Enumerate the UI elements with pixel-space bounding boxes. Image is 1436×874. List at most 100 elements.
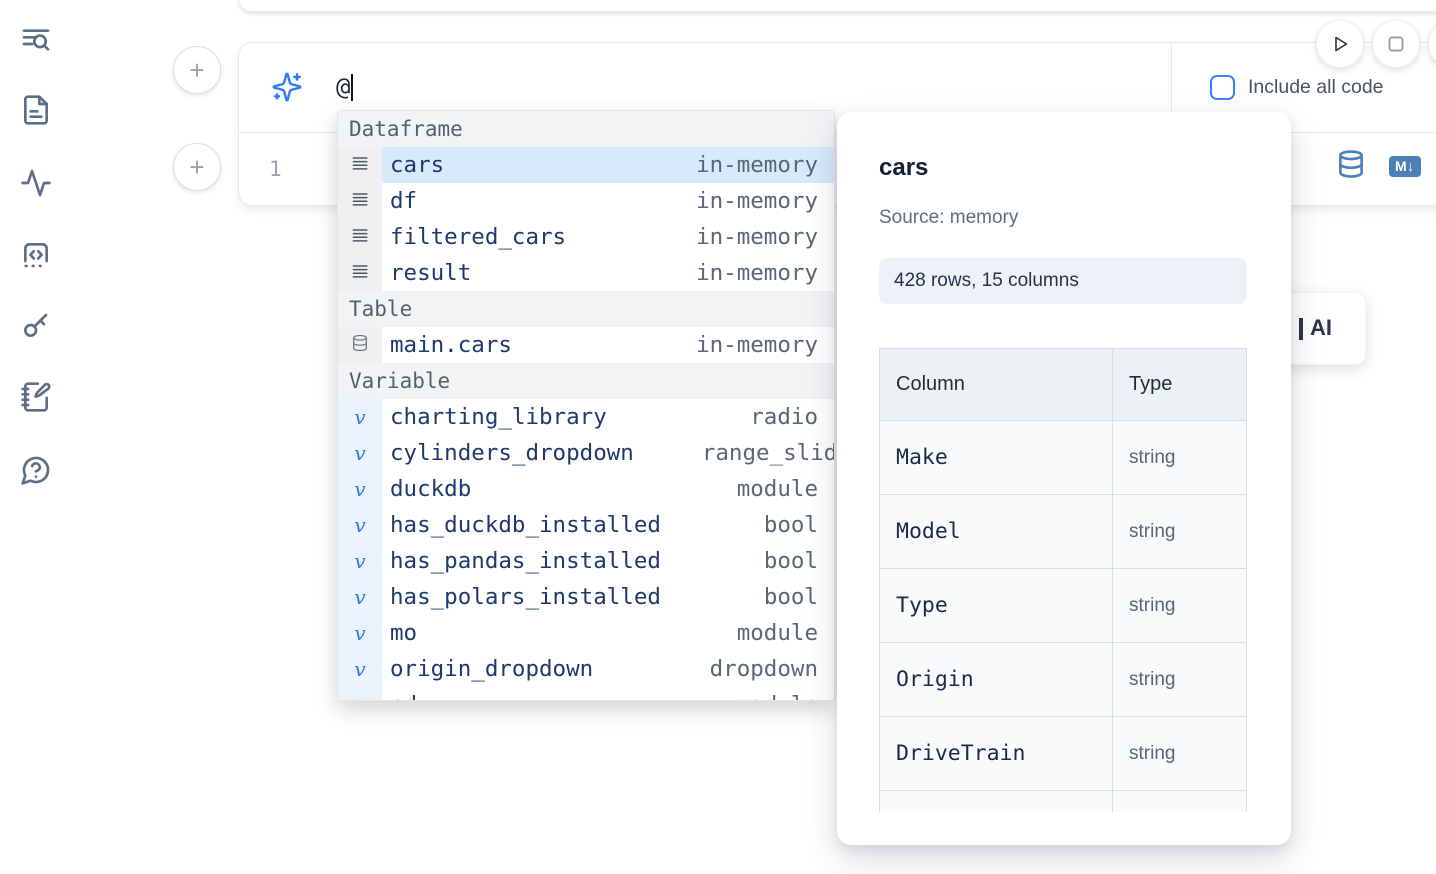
item-type: bool: [763, 548, 818, 574]
schema-column-name: DriveTrain: [879, 716, 1113, 791]
include-all-code-zone: Include all code: [1171, 43, 1436, 132]
item-name: pd: [390, 692, 485, 700]
schema-column-name: [879, 790, 1113, 812]
variable-icon: v: [354, 585, 366, 609]
ai-prompt-input[interactable]: @: [336, 43, 354, 131]
key-icon[interactable]: [20, 309, 52, 341]
item-type: in-memory: [696, 188, 818, 214]
dataframe-icon: [351, 262, 370, 285]
help-chat-icon[interactable]: [20, 454, 52, 486]
item-type: module: [736, 620, 818, 646]
activity-icon[interactable]: [20, 167, 52, 199]
ai-button-label: AI: [1310, 315, 1332, 340]
stop-button[interactable]: [1372, 20, 1420, 68]
schema-column-type: [1112, 790, 1247, 812]
dataframe-icon: [351, 154, 370, 177]
item-name: mo: [390, 620, 418, 646]
item-name: result: [390, 260, 472, 286]
schema-column-name: Type: [879, 568, 1113, 643]
autocomplete-item-has_pandas_installed[interactable]: v has_pandas_installed bool: [338, 543, 834, 579]
item-type: module: [737, 692, 834, 700]
list-search-icon[interactable]: [20, 24, 52, 56]
item-name: has_polars_installed: [390, 584, 661, 610]
schema-column-type: string: [1112, 494, 1247, 569]
notebook-pen-icon[interactable]: [20, 381, 52, 413]
item-name: cylinders_dropdown: [390, 440, 634, 466]
play-icon: [1335, 36, 1348, 52]
file-text-icon[interactable]: [20, 94, 52, 126]
variable-icon: v: [354, 693, 365, 700]
autocomplete-item-pd[interactable]: v pd module: [338, 687, 834, 700]
item-type: bool: [763, 512, 818, 538]
variable-icon: v: [354, 405, 366, 429]
schema-header-column: Column: [879, 348, 1113, 421]
panel-title: cars: [879, 154, 929, 181]
autocomplete-section-header: Table: [338, 291, 834, 327]
schema-column-type: string: [1112, 716, 1247, 791]
schema-header-type: Type: [1112, 348, 1247, 421]
item-name: charting_library: [390, 404, 607, 430]
schema-column-name: Origin: [879, 642, 1113, 717]
code-editor-row[interactable]: 1 M↓: [239, 133, 1436, 205]
autocomplete-section-header: Variable: [338, 363, 834, 399]
item-type: radio: [750, 404, 818, 430]
variable-icon: v: [354, 549, 366, 573]
item-name: origin_dropdown: [390, 656, 594, 682]
autocomplete-item-charting_library[interactable]: v charting_library radio: [338, 399, 834, 435]
stop-icon: [1388, 36, 1404, 52]
snippets-code-icon[interactable]: [20, 239, 52, 271]
autocomplete-item-has_polars_installed[interactable]: v has_polars_installed bool: [338, 579, 834, 615]
run-cell-button[interactable]: [1316, 20, 1364, 68]
item-name: has_pandas_installed: [390, 548, 661, 574]
item-type: range_slider: [701, 440, 834, 466]
line-number: 1: [269, 157, 282, 181]
schema-column-name: Make: [879, 420, 1113, 495]
database-icon: [351, 334, 369, 356]
dataframe-icon: [351, 190, 370, 213]
add-cell-button-bottom[interactable]: +: [173, 143, 221, 191]
dataframe-icon: [351, 226, 370, 249]
autocomplete-item-result[interactable]: result in-memory: [338, 255, 834, 291]
autocomplete-item-df[interactable]: df in-memory: [338, 183, 834, 219]
row-column-stats-badge: 428 rows, 15 columns: [879, 258, 1247, 304]
item-name: df: [390, 188, 418, 214]
item-type: in-memory: [696, 260, 818, 286]
schema-column-name: Model: [879, 494, 1113, 569]
variable-icon: v: [354, 657, 366, 681]
panel-source: Source: memory: [879, 207, 1019, 228]
include-all-code-label: Include all code: [1248, 76, 1384, 98]
variable-icon: v: [354, 513, 366, 537]
include-all-code-checkbox[interactable]: [1210, 75, 1235, 100]
text-caret: [351, 73, 354, 101]
schema-column-type: string: [1112, 568, 1247, 643]
schema-column-type: string: [1112, 420, 1247, 495]
variable-icon: v: [354, 477, 366, 501]
prompt-value: @: [336, 73, 351, 101]
item-name: has_duckdb_installed: [390, 512, 661, 538]
autocomplete-item-has_duckdb_installed[interactable]: v has_duckdb_installed bool: [338, 507, 834, 543]
schema-column-type: string: [1112, 642, 1247, 717]
variable-icon: v: [354, 621, 366, 645]
database-icon[interactable]: [1336, 148, 1366, 180]
item-type: in-memory: [696, 152, 818, 178]
markdown-badge-icon[interactable]: M↓: [1389, 156, 1421, 177]
add-cell-button-top[interactable]: +: [173, 46, 221, 94]
item-type: bool: [763, 584, 818, 610]
item-name: filtered_cars: [390, 224, 567, 250]
